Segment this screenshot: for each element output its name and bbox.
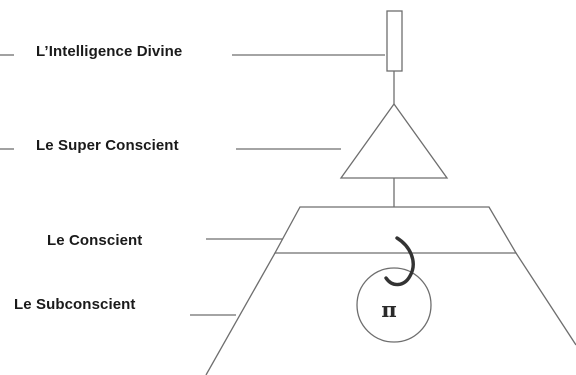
divine-rod: [387, 11, 402, 71]
label-super-conscious: Le Super Conscient: [36, 137, 179, 154]
subconscious-left-edge: [206, 253, 275, 375]
label-divine-intelligence: L’Intelligence Divine: [36, 43, 182, 60]
pi-symbol: π: [376, 298, 402, 322]
hook-curve: [386, 238, 413, 285]
label-conscious: Le Conscient: [47, 232, 142, 249]
superconscious-triangle: [341, 104, 447, 178]
subconscious-right-edge: [516, 253, 576, 345]
label-subconscious: Le Subconscient: [14, 296, 136, 313]
conscious-trapezoid: [275, 207, 516, 253]
